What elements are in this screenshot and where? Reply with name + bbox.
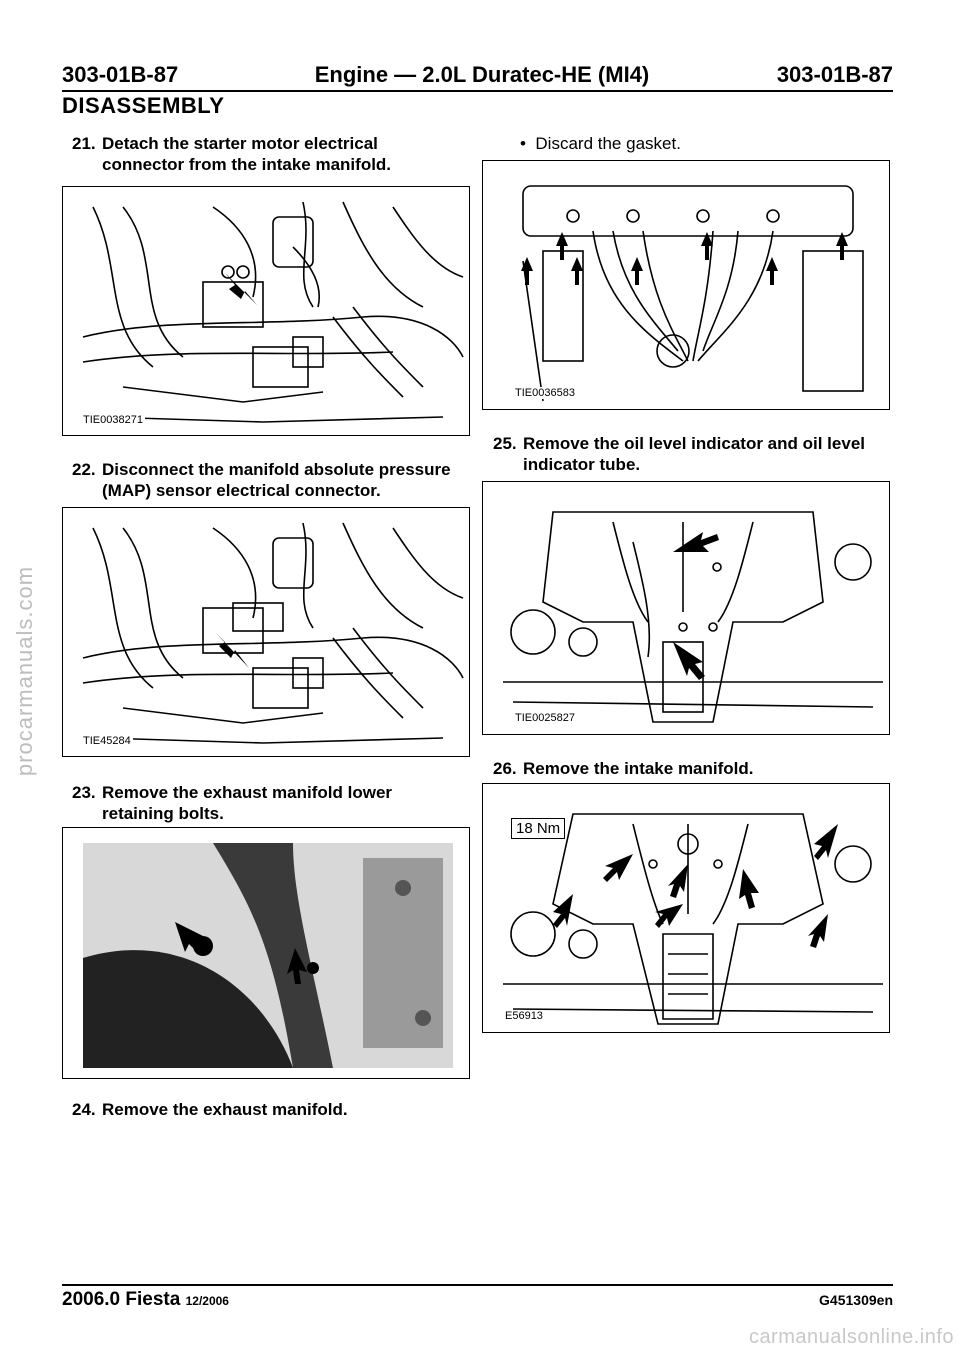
step-24: 24. Remove the exhaust manifold. <box>72 1099 348 1120</box>
footer-code: G451309en <box>819 1292 893 1308</box>
header-right-code: 303-01B-87 <box>776 62 893 87</box>
step-22: 22. Disconnect the manifold absolute pres… <box>72 459 451 501</box>
step-21: 21. Detach the starter motor electrical c… <box>72 133 391 175</box>
engine-illustration <box>82 201 464 423</box>
step-number: 23. <box>72 783 96 802</box>
exhaust-manifold-illustration <box>521 185 864 402</box>
figure-map-sensor: TIE45284 <box>62 507 470 757</box>
step-number: 25. <box>493 434 517 453</box>
step-number: 22. <box>72 460 96 479</box>
step-number: 21. <box>72 134 96 153</box>
step-number: 26. <box>493 759 517 778</box>
intake-manifold-illustration <box>503 813 883 1025</box>
engine-illustration <box>82 522 464 744</box>
header-left-code: 303-01B-87 <box>62 62 179 87</box>
figure-id: E56913 <box>503 1010 545 1022</box>
intake-illustration <box>503 511 883 723</box>
header-title: Engine — 2.0L Duratec-HE (MI4) <box>314 62 650 87</box>
step-text: indicator tube. <box>523 455 641 474</box>
step-text: Remove the intake manifold. <box>523 759 754 778</box>
step-text: Remove the exhaust manifold. <box>102 1100 348 1119</box>
step-23: 23. Remove the exhaust manifold lower ret… <box>72 782 392 824</box>
step-text: Remove the oil level indicator and oil l… <box>523 434 865 453</box>
bullet-text: Discard the gasket. <box>535 134 681 153</box>
step-text: Detach the starter motor electrical <box>102 134 378 153</box>
bullet-dot: • <box>520 134 526 153</box>
footer-rule <box>62 1284 893 1286</box>
step-26: 26. Remove the intake manifold. <box>493 758 754 779</box>
figure-starter-connector: TIE0038271 <box>62 186 470 436</box>
section-title: DISASSEMBLY <box>62 93 225 118</box>
side-watermark: procarmanuals.com <box>12 565 37 777</box>
footer-model: 2006.0 Fiesta 12/2006 <box>62 1289 229 1311</box>
figure-id: TIE0038271 <box>81 414 145 426</box>
bullet-discard-gasket: • Discard the gasket. <box>520 133 681 154</box>
step-number: 24. <box>72 1100 96 1119</box>
step-text: Remove the exhaust manifold lower <box>102 783 393 802</box>
figure-id: TIE0036583 <box>513 387 577 399</box>
figure-oil-level-tube: TIE0025827 <box>482 481 890 735</box>
step-25: 25. Remove the oil level indicator and oi… <box>493 433 865 475</box>
exhaust-photo <box>83 843 453 1068</box>
step-text: connector from the intake manifold. <box>102 155 392 174</box>
figure-exhaust-lower-bolts <box>62 827 470 1079</box>
footer-date: 12/2006 <box>185 1294 229 1308</box>
header-rule <box>62 90 893 92</box>
torque-label: 18 Nm <box>511 818 566 839</box>
figure-intake-manifold: 18 Nm E56913 <box>482 783 890 1033</box>
step-text: (MAP) sensor electrical connector. <box>102 481 381 500</box>
figure-id: TIE45284 <box>81 735 133 747</box>
figure-id: TIE0025827 <box>513 712 577 724</box>
step-text: Disconnect the manifold absolute pressur… <box>102 460 451 479</box>
step-text: retaining bolts. <box>102 804 224 823</box>
bottom-watermark: carmanualsonline.info <box>748 1326 954 1348</box>
footer-model-name: 2006.0 Fiesta <box>62 1289 181 1310</box>
figure-exhaust-manifold: TIE0036583 <box>482 160 890 410</box>
